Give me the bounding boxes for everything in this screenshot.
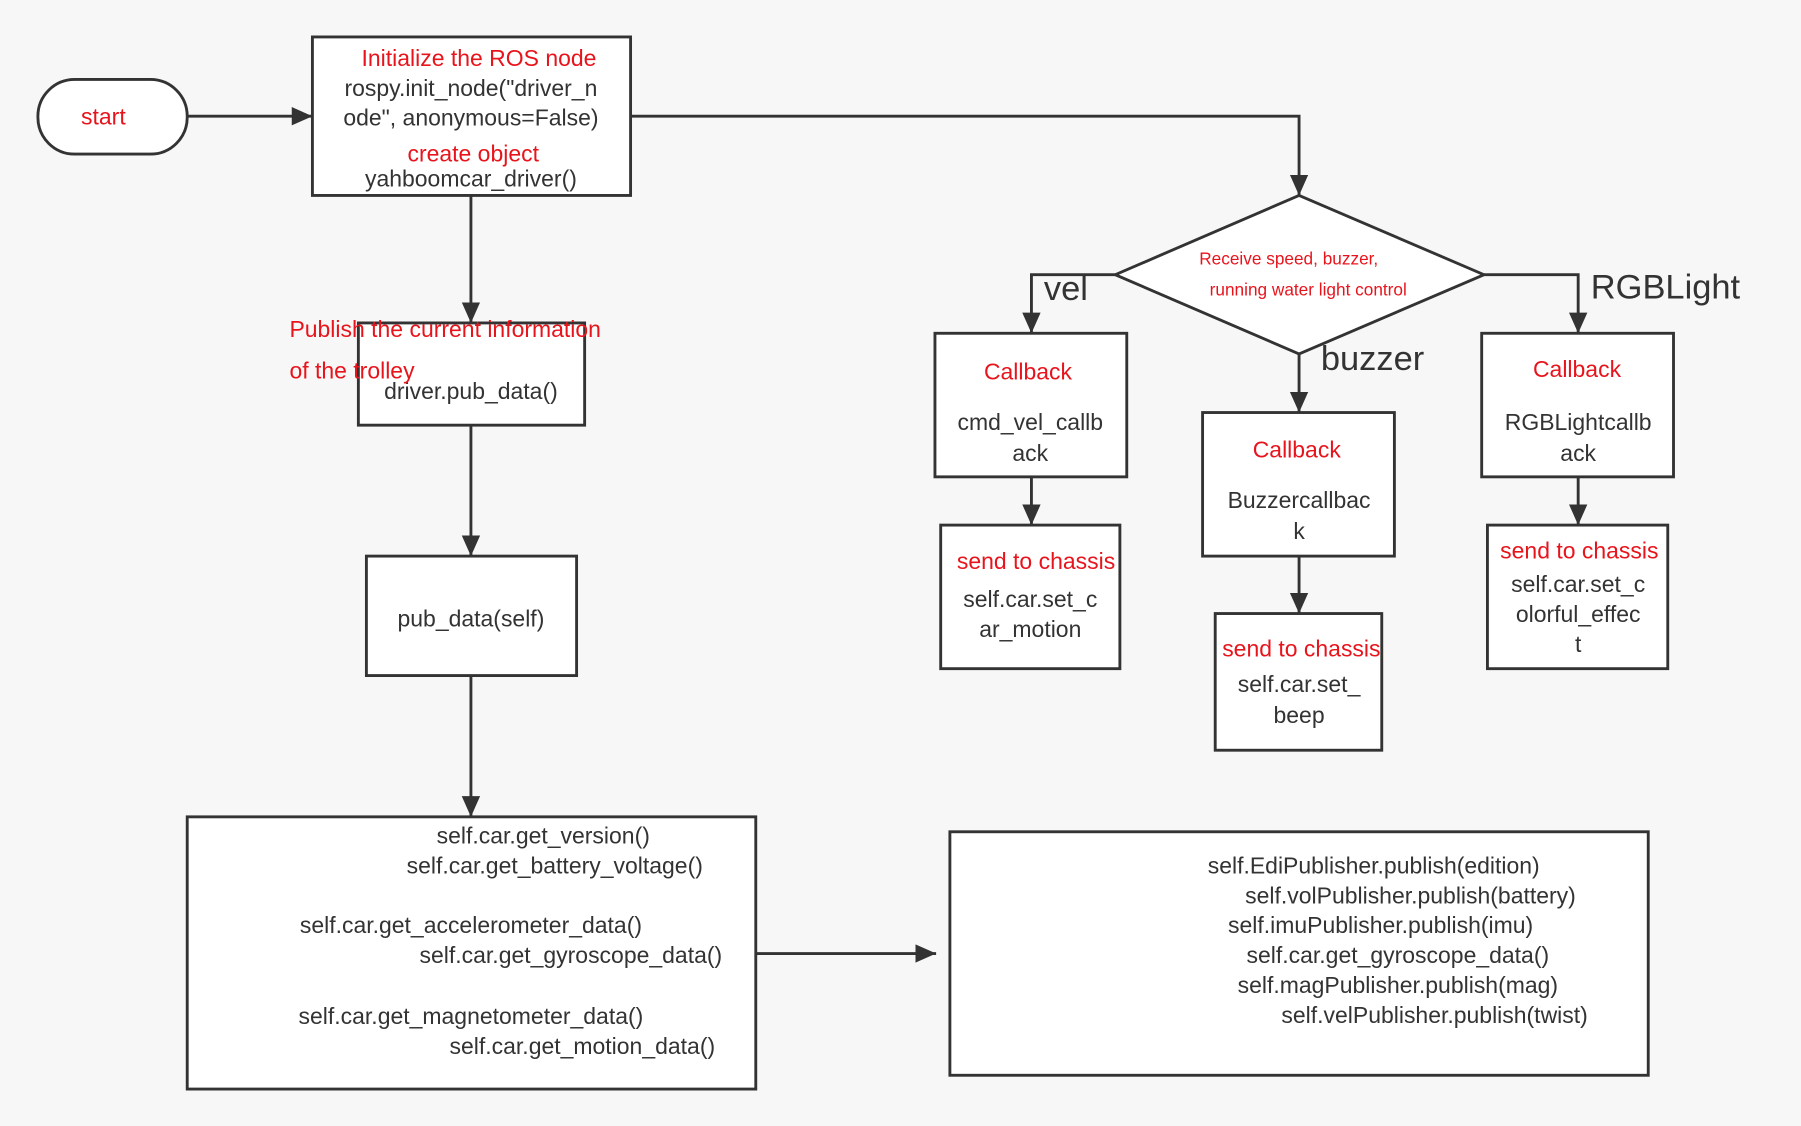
arrow-init-to-decision bbox=[630, 114, 1309, 196]
getter-line: self.car.get_motion_data() bbox=[450, 1033, 716, 1059]
start-label: start bbox=[81, 104, 126, 130]
getters-node: self.car.get_version() self.car.get_batt… bbox=[185, 815, 758, 1091]
buzzer-callback-node: Callback Buzzercallbac k bbox=[1201, 411, 1396, 558]
decision-node: Receive speed, buzzer, running water lig… bbox=[1044, 193, 1741, 378]
rgb-callback-line-1: RGBLightcallb bbox=[1505, 409, 1652, 435]
init-subtitle: create object bbox=[407, 140, 539, 166]
rgb-send-title: send to chassis bbox=[1500, 538, 1658, 564]
arrow-decision-vel bbox=[1022, 273, 1116, 334]
rgb-callback-line-2: ack bbox=[1560, 440, 1596, 466]
publish-note-1: Publish the current information bbox=[289, 316, 601, 342]
rgb-send-line-2: olorful_effec bbox=[1516, 601, 1641, 627]
buzzer-send-line-1: self.car.set_ bbox=[1238, 671, 1362, 697]
vel-send-title: send to chassis bbox=[957, 548, 1115, 574]
decision-line-1: Receive speed, buzzer, bbox=[1199, 248, 1378, 268]
buzzer-callback-line-2: k bbox=[1293, 518, 1305, 544]
rgb-callback-title: Callback bbox=[1533, 356, 1622, 382]
decision-line-2: running water light control bbox=[1210, 279, 1407, 299]
publisher-line: self.volPublisher.publish(battery) bbox=[1245, 882, 1576, 908]
vel-send-line-2: ar_motion bbox=[979, 616, 1081, 642]
buzzer-callback-box bbox=[1201, 411, 1396, 558]
arrow-decision-rgb bbox=[1483, 273, 1588, 334]
publisher-line: self.magPublisher.publish(mag) bbox=[1238, 972, 1558, 998]
getter-line: self.car.get_accelerometer_data() bbox=[300, 912, 642, 938]
branch-label-buzzer: buzzer bbox=[1321, 340, 1424, 378]
init-code-3: yahboomcar_driver() bbox=[365, 166, 577, 192]
publishers-node: self.EdiPublisher.publish(edition) self.… bbox=[948, 830, 1650, 1077]
vel-callback-line-1: cmd_vel_callb bbox=[958, 409, 1104, 435]
publisher-line: self.imuPublisher.publish(imu) bbox=[1228, 912, 1533, 938]
vel-send-box bbox=[939, 523, 1122, 671]
vel-callback-line-2: ack bbox=[1012, 440, 1048, 466]
vel-callback-node: Callback cmd_vel_callb ack bbox=[933, 331, 1129, 479]
buzzer-callback-line-1: Buzzercallbac bbox=[1228, 487, 1371, 513]
pubdata-node: pub_data(self) bbox=[364, 554, 579, 677]
rgb-send-line-1: self.car.set_c bbox=[1511, 571, 1645, 597]
init-code-2: ode", anonymous=False) bbox=[343, 105, 598, 131]
publish-code: driver.pub_data() bbox=[384, 378, 558, 404]
init-node: Initialize the ROS node rospy.init_node(… bbox=[310, 35, 633, 197]
publish-node: driver.pub_data() Publish the current in… bbox=[289, 316, 601, 427]
pubdata-code: pub_data(self) bbox=[398, 605, 545, 631]
publishers-box bbox=[948, 830, 1650, 1077]
branch-label-rgb: RGBLight bbox=[1591, 269, 1741, 307]
buzzer-send-title: send to chassis bbox=[1222, 635, 1380, 661]
rgb-callback-node: Callback RGBLightcallb ack bbox=[1480, 331, 1675, 479]
getter-line: self.car.get_battery_voltage() bbox=[407, 852, 703, 878]
init-box bbox=[310, 35, 633, 197]
publish-note-2: of the trolley bbox=[289, 357, 415, 383]
rgb-send-box bbox=[1485, 523, 1670, 671]
branch-label-vel: vel bbox=[1044, 270, 1088, 308]
vel-callback-box bbox=[933, 331, 1129, 479]
vel-send-node: send to chassis self.car.set_c ar_motion bbox=[939, 523, 1122, 671]
publisher-line: self.EdiPublisher.publish(edition) bbox=[1208, 852, 1540, 878]
pubdata-box bbox=[364, 554, 579, 677]
start-node: start bbox=[36, 78, 189, 156]
init-title: Initialize the ROS node bbox=[361, 45, 596, 71]
rgb-callback-box bbox=[1480, 331, 1675, 479]
rgb-send-line-3: t bbox=[1575, 631, 1582, 657]
getter-line: self.car.get_version() bbox=[437, 823, 650, 849]
buzzer-callback-title: Callback bbox=[1253, 437, 1342, 463]
publish-box bbox=[356, 321, 587, 427]
init-code-1: rospy.init_node("driver_n bbox=[344, 75, 597, 101]
publisher-line: self.velPublisher.publish(twist) bbox=[1281, 1002, 1587, 1028]
decision-diamond bbox=[1111, 193, 1488, 356]
getters-box bbox=[185, 815, 758, 1091]
buzzer-send-box bbox=[1213, 612, 1384, 752]
connectors bbox=[187, 107, 1588, 963]
rgb-send-node: send to chassis self.car.set_c olorful_e… bbox=[1485, 523, 1670, 671]
buzzer-send-node: send to chassis self.car.set_ beep bbox=[1213, 612, 1384, 752]
getter-line: self.car.get_magnetometer_data() bbox=[299, 1003, 644, 1029]
vel-callback-title: Callback bbox=[984, 359, 1073, 385]
publisher-line: self.car.get_gyroscope_data() bbox=[1247, 942, 1550, 968]
getter-line: self.car.get_gyroscope_data() bbox=[420, 942, 723, 968]
vel-send-line-1: self.car.set_c bbox=[963, 586, 1097, 612]
buzzer-send-line-2: beep bbox=[1274, 702, 1325, 728]
start-shape bbox=[36, 78, 189, 156]
